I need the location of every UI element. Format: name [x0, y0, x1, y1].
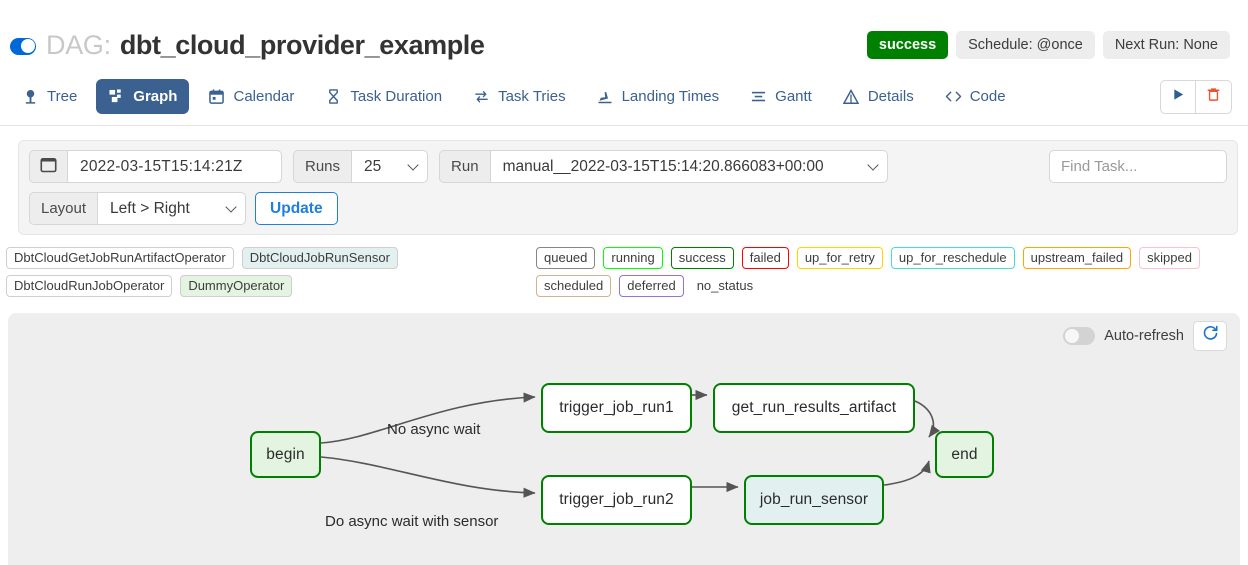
base-date-input[interactable]: 2022-03-15T15:14:21Z [68, 150, 282, 183]
tab-graph[interactable]: Graph [96, 79, 190, 114]
legend-operator-chip: DbtCloudJobRunSensor [241, 247, 398, 269]
next-run-badge: Next Run: None [1102, 31, 1230, 59]
tab-gantt[interactable]: Gantt [738, 79, 824, 114]
tab-task-duration-label: Task Duration [350, 88, 443, 105]
status-legend: queued running success failed up_for_ret… [536, 247, 1238, 297]
header-badges: success Schedule: @once Next Run: None [866, 31, 1230, 59]
tab-task-duration[interactable]: Task Duration [313, 79, 454, 114]
dag-action-buttons [1160, 79, 1232, 114]
legend-status-chip: upstream_failed [1022, 247, 1132, 269]
tab-calendar-label: Calendar [233, 88, 295, 105]
tab-calendar[interactable]: Calendar [196, 79, 306, 114]
base-date-group: 2022-03-15T15:14:21Z [29, 150, 282, 183]
calendar-icon [208, 88, 225, 105]
tab-code-label: Code [969, 88, 1006, 105]
layout-select[interactable]: Left > Right [98, 192, 247, 225]
graph-node-trigger-job-run1[interactable]: trigger_job_run1 [541, 383, 692, 433]
update-button[interactable]: Update [255, 192, 338, 225]
tree-icon [22, 88, 39, 105]
tab-landing-times[interactable]: Landing Times [585, 79, 732, 114]
edge-label-do-async-wait: Do async wait with sensor [325, 513, 499, 530]
calendar-picker-button[interactable] [29, 150, 68, 183]
num-runs-group: Runs 25 [293, 150, 429, 183]
num-runs-select[interactable]: 25 [352, 150, 429, 183]
tab-task-tries[interactable]: Task Tries [461, 79, 578, 114]
play-icon [1172, 88, 1185, 106]
tab-tree-label: Tree [47, 88, 78, 105]
legend-status-chip: deferred [619, 275, 684, 297]
page-title: dbt_cloud_provider_example [119, 29, 485, 60]
refresh-button[interactable] [1193, 321, 1227, 351]
view-tabs: Tree Graph Calendar Task Duration Task T [0, 68, 1248, 126]
legend-status-chip: no_status [696, 278, 754, 293]
legend-status-chip: skipped [1139, 247, 1200, 269]
graph-icon [108, 88, 125, 105]
tab-gantt-label: Gantt [775, 88, 812, 105]
graph-node-end[interactable]: end [935, 431, 994, 478]
dag-label: DAG: [46, 29, 111, 60]
dag-pause-toggle[interactable] [10, 37, 36, 55]
legend-operator-chip: DbtCloudRunJobOperator [6, 275, 173, 297]
layout-label: Layout [29, 192, 99, 225]
graph-canvas[interactable]: Auto-refresh [8, 313, 1240, 565]
layout-row: Layout Left > Right Update [29, 192, 1227, 225]
legend-status-chip: running [603, 247, 663, 269]
tab-tree[interactable]: Tree [10, 79, 89, 114]
run-label: Run [439, 150, 491, 183]
landing-icon [597, 88, 614, 105]
dag-run-select[interactable]: manual__2022-03-15T15:14:20.866083+00:00 [490, 150, 888, 183]
trash-icon [1206, 87, 1221, 107]
code-icon [945, 88, 962, 105]
legend-status-chip: queued [536, 247, 596, 269]
legend-status-chip: up_for_retry [796, 247, 883, 269]
delete-dag-button[interactable] [1196, 79, 1232, 114]
dag-run-group: Run manual__2022-03-15T15:14:20.866083+0… [439, 150, 888, 183]
status-badge: success [866, 31, 949, 59]
runs-label: Runs [293, 150, 353, 183]
legend-area: DbtCloudGetJobRunArtifactOperator DbtClo… [0, 235, 1248, 297]
legend-status-chip: failed [741, 247, 789, 269]
filter-toolbar: 2022-03-15T15:14:21Z Runs 25 Run manual_… [18, 140, 1238, 235]
legend-status-chip: up_for_reschedule [890, 247, 1015, 269]
legend-status-chip: success [670, 247, 734, 269]
tab-landing-times-label: Landing Times [621, 88, 720, 105]
tab-graph-label: Graph [133, 88, 178, 105]
find-task-input[interactable]: Find Task... [1049, 150, 1227, 183]
graph-edges [320, 389, 941, 498]
graph-node-job-run-sensor[interactable]: job_run_sensor [744, 475, 884, 525]
graph-node-begin[interactable]: begin [250, 431, 321, 478]
legend-status-chip: scheduled [536, 275, 612, 297]
page-header: DAG: dbt_cloud_provider_example success … [0, 0, 1248, 68]
tab-task-tries-label: Task Tries [498, 88, 566, 105]
hourglass-icon [325, 88, 342, 105]
tab-details[interactable]: Details [831, 79, 926, 114]
edge-label-no-async-wait: No async wait [387, 421, 481, 438]
tab-code[interactable]: Code [933, 79, 1018, 114]
canvas-controls: Auto-refresh [1063, 321, 1227, 351]
calendar-icon [40, 156, 57, 177]
layout-group: Layout Left > Right [29, 192, 247, 225]
trigger-dag-button[interactable] [1160, 79, 1196, 114]
legend-operator-chip: DummyOperator [180, 275, 293, 297]
gantt-icon [750, 88, 767, 105]
legend-operator-chip: DbtCloudGetJobRunArtifactOperator [6, 247, 234, 269]
auto-refresh-label: Auto-refresh [1104, 328, 1184, 344]
refresh-icon [1202, 325, 1219, 347]
auto-refresh-toggle[interactable] [1063, 327, 1096, 345]
schedule-badge[interactable]: Schedule: @once [956, 31, 1095, 59]
graph-node-trigger-job-run2[interactable]: trigger_job_run2 [541, 475, 692, 525]
graph-node-get-run-results-artifact[interactable]: get_run_results_artifact [713, 383, 915, 433]
operator-legend: DbtCloudGetJobRunArtifactOperator DbtClo… [6, 247, 536, 297]
retry-icon [473, 88, 490, 105]
tab-details-label: Details [867, 88, 914, 105]
details-icon [843, 88, 860, 105]
